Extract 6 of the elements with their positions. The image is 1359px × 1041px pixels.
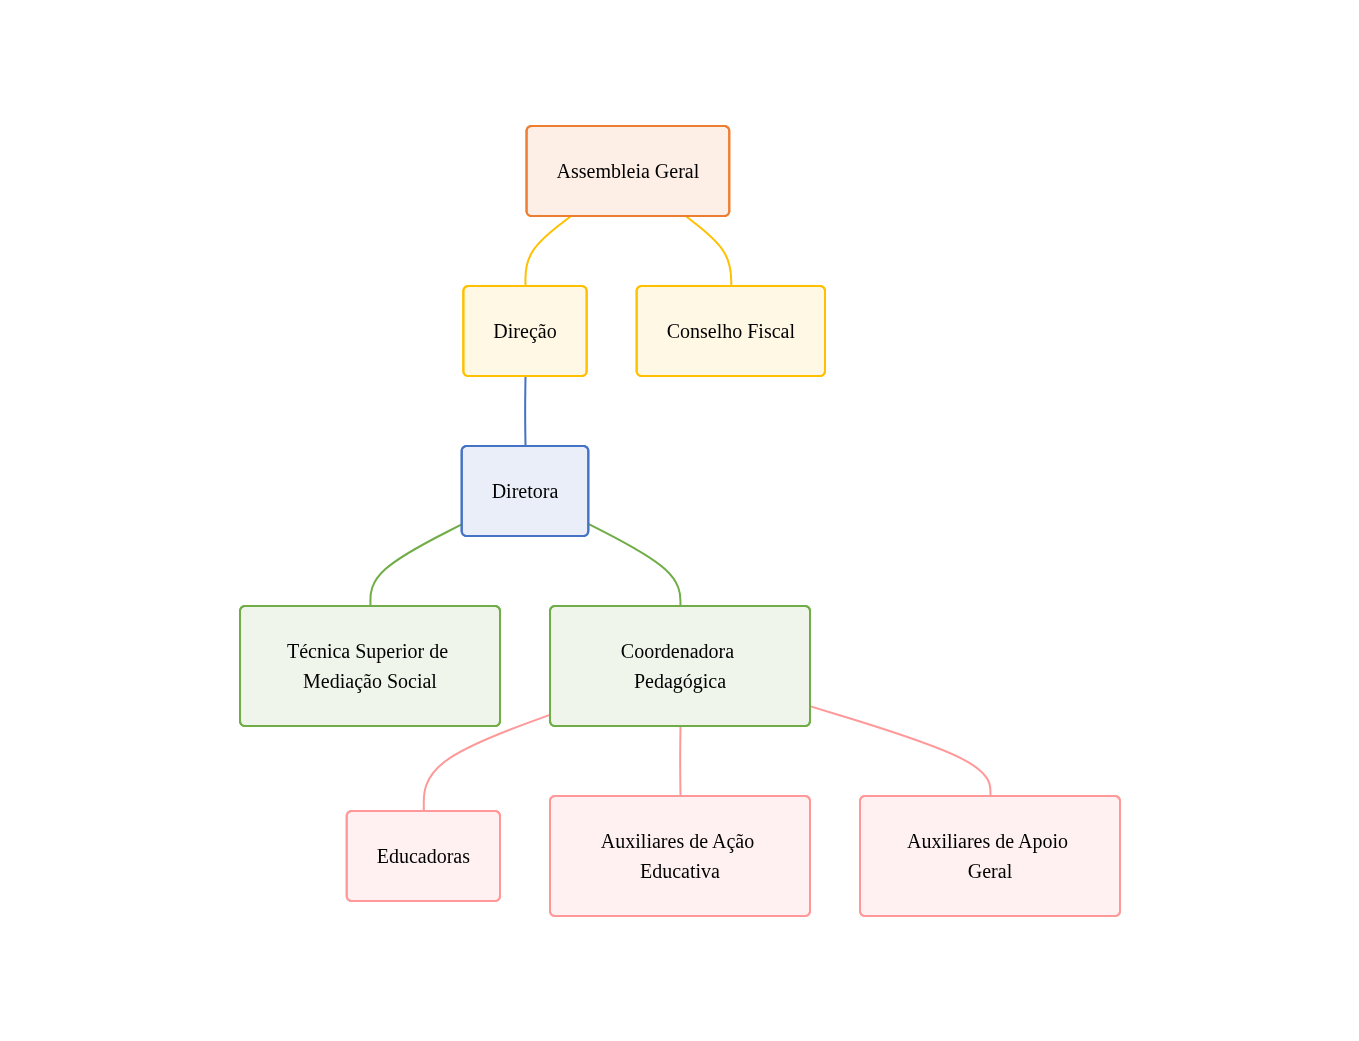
connector	[684, 215, 732, 287]
connector	[809, 704, 991, 797]
connector	[678, 725, 681, 797]
connector	[523, 215, 571, 287]
connector	[587, 522, 681, 607]
connector	[523, 375, 526, 447]
